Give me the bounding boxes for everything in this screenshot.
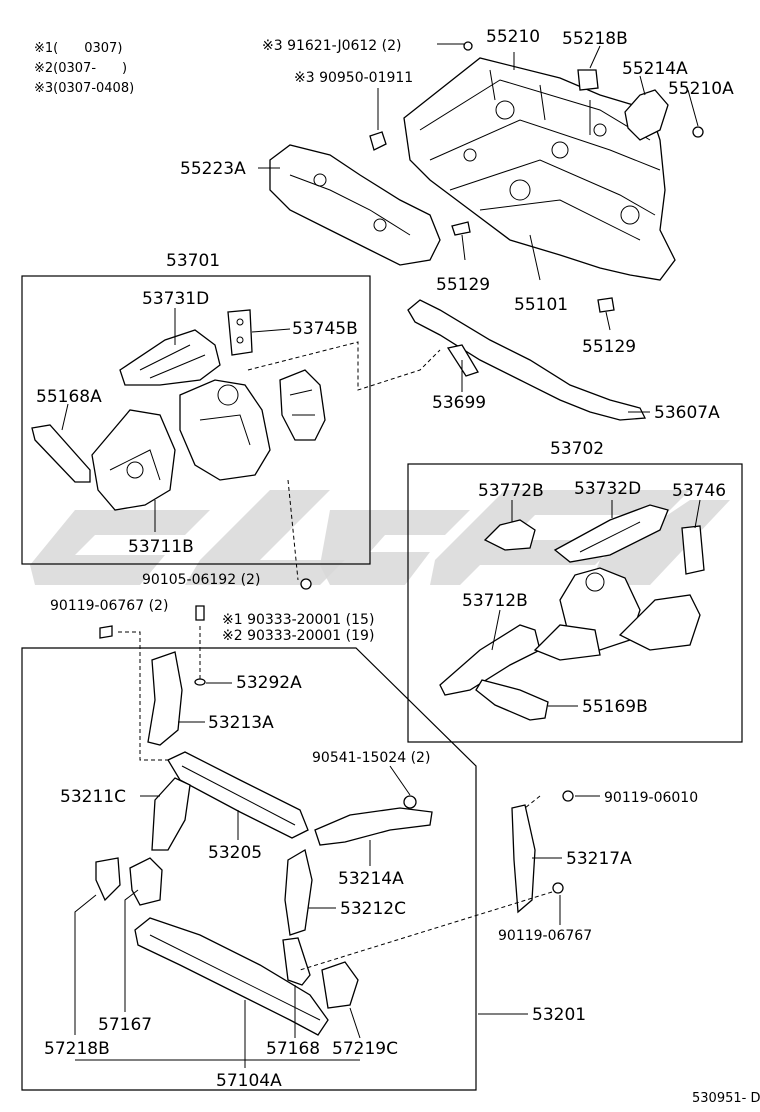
bolt-90105 (195, 605, 205, 621)
label-53211C: 53211C (60, 787, 126, 807)
label-53711B: 53711B (128, 537, 194, 557)
footer-code: 530951- D (692, 1091, 760, 1106)
part-57219C (321, 961, 359, 1009)
assembly-box-53201 (21, 647, 477, 1091)
dashed-guides (118, 341, 553, 971)
part-53745B-side (279, 369, 326, 441)
part-53712B-right (618, 594, 701, 651)
part-53711B (91, 409, 176, 511)
dash-panel-part (403, 57, 676, 281)
label-57167: 57167 (98, 1015, 152, 1035)
part-53213A (147, 651, 183, 746)
label-90333-1: ※1 90333-20001 (15) (222, 612, 374, 628)
part-53217A (511, 804, 536, 914)
note-3: ※3(0307-0408) (34, 81, 134, 96)
label-53746: 53746 (672, 481, 726, 501)
part-55168A (31, 424, 91, 483)
bolt-91621 (463, 41, 473, 51)
label-53213A: 53213A (208, 713, 274, 733)
assembly-box-53701 (21, 275, 371, 565)
part-53214A (314, 807, 433, 846)
label-57168: 57168 (266, 1039, 320, 1059)
insulator-55223A (269, 144, 441, 266)
part-55169B (475, 679, 549, 721)
clip-53292A (194, 678, 206, 686)
label-55168A: 55168A (36, 387, 102, 407)
part-53731D (119, 329, 221, 386)
part-53212C (284, 848, 313, 936)
part-53732D (553, 504, 669, 563)
label-53292A: 53292A (236, 673, 302, 693)
note-1: ※1( 0307) (34, 41, 122, 56)
label-55210: 55210 (486, 27, 540, 47)
label-57219C: 57219C (332, 1039, 398, 1059)
part-53746 (681, 525, 705, 575)
label-53772B: 53772B (478, 481, 544, 501)
label-55101: 55101 (514, 295, 568, 315)
pad-55129-upper (451, 221, 471, 236)
part-57104A (134, 917, 329, 1036)
label-53701: 53701 (166, 251, 220, 271)
bolt-90119-06767 (552, 882, 564, 894)
leader-lines (61, 43, 701, 1068)
part-57218B (95, 857, 121, 902)
label-53212C: 53212C (340, 899, 406, 919)
part-53711B-housing (179, 379, 271, 481)
label-90541: 90541-15024 (2) (312, 750, 430, 766)
label-53699: 53699 (432, 393, 486, 413)
clip-55210A (692, 126, 704, 138)
bolt-90119-06010 (562, 790, 574, 802)
clip-90333 (300, 578, 312, 590)
part-57167 (129, 857, 163, 906)
label-53201: 53201 (532, 1005, 586, 1025)
part-57168 (282, 937, 311, 986)
part-53699 (446, 344, 479, 377)
nut-90950 (369, 131, 387, 151)
bolt-90541 (403, 795, 417, 809)
label-90950: ※3 90950-01911 (294, 70, 413, 86)
label-55218B: 55218B (562, 29, 628, 49)
part-53772B (483, 519, 536, 551)
label-53214A: 53214A (338, 869, 404, 889)
label-57104A: 57104A (216, 1071, 282, 1091)
label-53745B: 53745B (292, 319, 358, 339)
part-53211C (151, 777, 191, 851)
label-55223A: 55223A (180, 159, 246, 179)
pad-55129-lower (597, 297, 615, 313)
label-90105: 90105-06192 (2) (142, 572, 260, 588)
note-2: ※2(0307- ) (34, 61, 127, 76)
label-53732D: 53732D (574, 479, 641, 499)
bracket-55214A (624, 89, 669, 141)
label-55169B: 55169B (582, 697, 648, 717)
label-90333-2: ※2 90333-20001 (19) (222, 628, 374, 644)
label-53205: 53205 (208, 843, 262, 863)
label-53712B: 53712B (462, 591, 528, 611)
label-53702: 53702 (550, 439, 604, 459)
part-53712B-mid (533, 624, 601, 661)
label-53217A: 53217A (566, 849, 632, 869)
label-57218B: 57218B (44, 1039, 110, 1059)
assembly-box-53702 (407, 463, 743, 743)
label-53731D: 53731D (142, 289, 209, 309)
label-90119-06767-2: 90119-06767 (2) (50, 598, 168, 614)
label-55129-upper: 55129 (436, 275, 490, 295)
label-91621: ※3 91621-J0612 (2) (262, 38, 402, 54)
label-90119-06767: 90119-06767 (498, 928, 592, 944)
label-90119-06010: 90119-06010 (604, 790, 698, 806)
label-55129-lower: 55129 (582, 337, 636, 357)
label-53607A: 53607A (654, 403, 720, 423)
label-55210A: 55210A (668, 79, 734, 99)
bracket-55218B (577, 69, 599, 91)
part-53745B (227, 309, 253, 356)
label-55214A: 55214A (622, 59, 688, 79)
bolt-90119-06767-2 (99, 625, 113, 639)
